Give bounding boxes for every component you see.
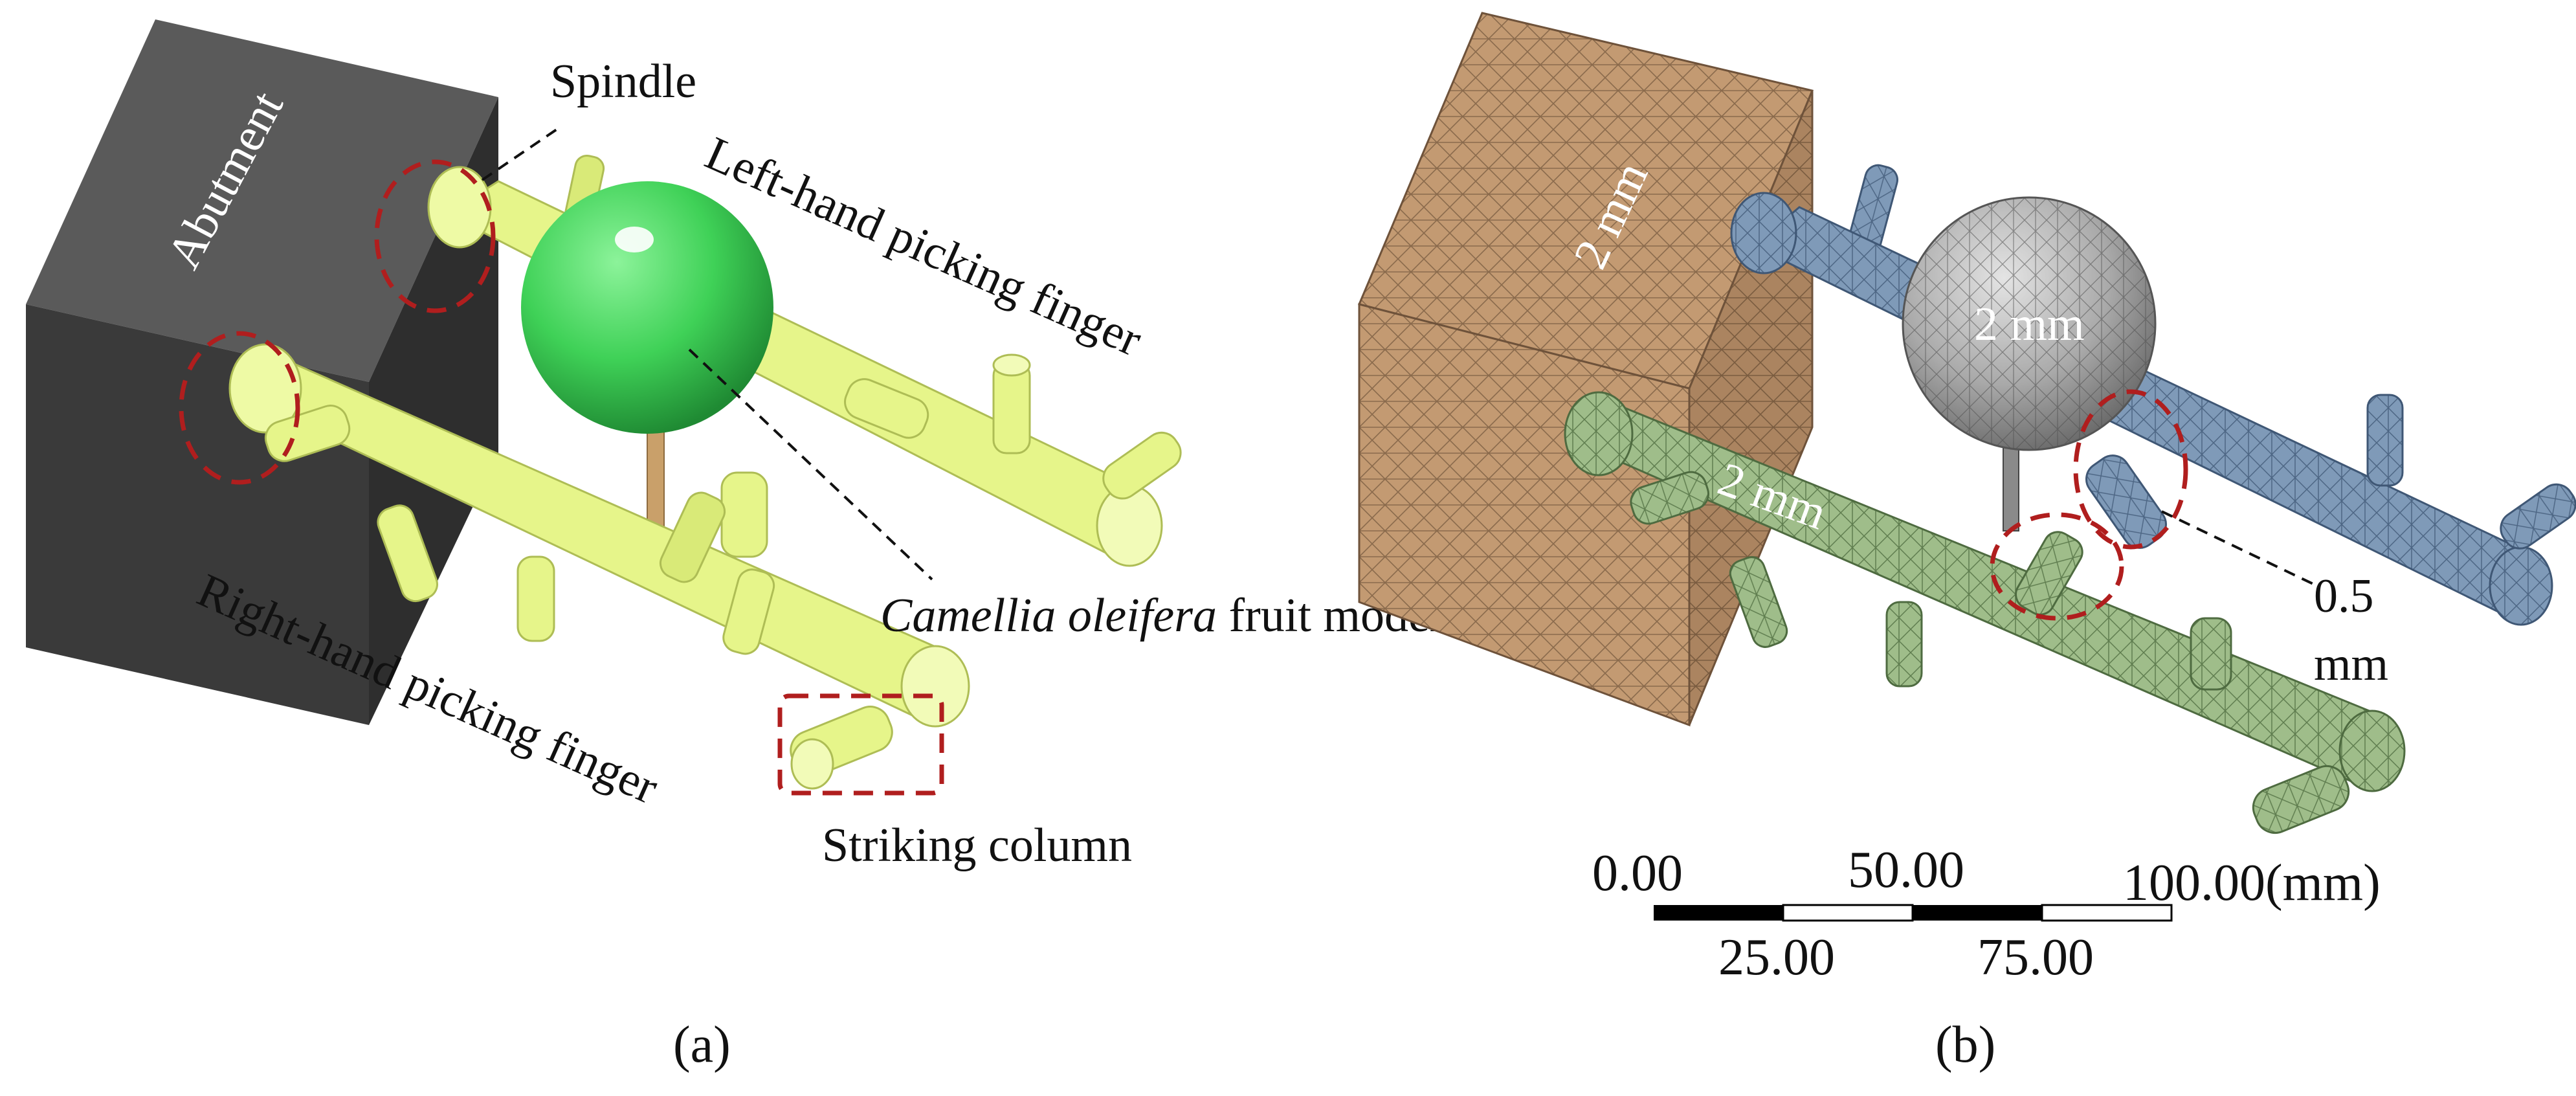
spindle-highlight-top [374,159,496,313]
fruit-label-italic: Camellia oleifera [880,589,1217,642]
mesh-fruit-label: 2 mm [1974,298,2085,351]
refined-highlight-top [2073,389,2188,550]
scale-top-tick-0: 0.00 [1592,845,1683,902]
fruit-leader [688,348,933,581]
camellia-fruit [521,181,773,434]
scale-top-tick-2: 100.00(mm) [2123,855,2381,911]
panel-b: 2 mm 2 mm [1357,12,2576,1073]
refined-size-label-1: 0.5 [2314,570,2374,623]
right-hand-finger [228,343,970,790]
scale-bar: 0.00 50.00 100.00(mm) 25.00 75.00 [1592,842,2381,986]
scale-bottom-tick-0: 25.00 [1718,929,1835,986]
mesh-abutment: 2 mm [1357,12,1814,727]
spindle-label: Spindle [550,55,696,108]
striking-column-highlight [777,693,944,796]
panel-b-caption: (b) [1935,1016,1995,1073]
refined-highlight-bottom [1990,512,2124,621]
mesh-fruit: 2 mm [1902,196,2157,451]
spindle-leader [481,128,558,181]
scale-bottom-tick-1: 75.00 [1977,929,2094,986]
refined-leader [2161,510,2318,587]
scale-top-tick-1: 50.00 [1848,842,1964,899]
panel-a-caption: (a) [673,1016,731,1073]
refined-size-label-2: mm [2314,638,2388,691]
spindle-highlight-bottom [179,331,300,485]
striking-column-label: Striking column [822,819,1132,872]
panel-a: Abutment [26,19,1443,1073]
